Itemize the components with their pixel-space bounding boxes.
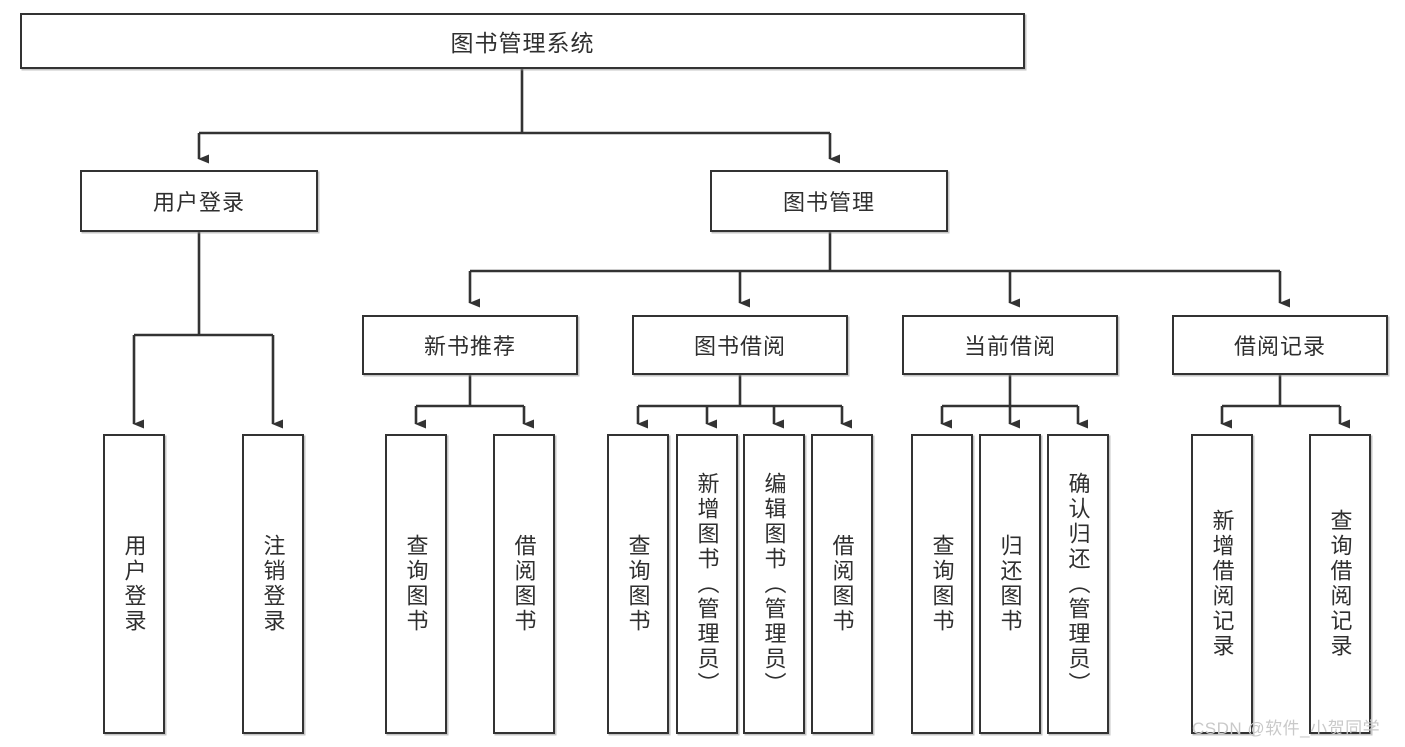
node-leaf-user-login[interactable]: 用户登录 [103,434,165,734]
node-leaf-edit-book[interactable]: 编辑图书（管理员） [743,434,805,734]
node-leaf-add-record[interactable]: 新增借阅记录 [1191,434,1253,734]
node-leaf-query-book-2[interactable]: 查询图书 [607,434,669,734]
node-leaf-confirm-return-label: 确认归还（管理员） [1065,471,1091,697]
node-new-book-recommend[interactable]: 新书推荐 [362,315,578,375]
node-leaf-user-logout[interactable]: 注销登录 [242,434,304,734]
node-leaf-add-book[interactable]: 新增图书（管理员） [676,434,738,734]
node-leaf-query-book-2-label: 查询图书 [625,534,651,634]
node-book-borrow[interactable]: 图书借阅 [632,315,848,375]
node-root[interactable]: 图书管理系统 [20,13,1025,69]
node-leaf-borrow-book-1-label: 借阅图书 [511,534,537,634]
node-leaf-add-book-label: 新增图书（管理员） [694,471,720,697]
node-root-label: 图书管理系统 [450,30,595,56]
node-leaf-borrow-book-2[interactable]: 借阅图书 [811,434,873,734]
node-leaf-edit-book-label: 编辑图书（管理员） [761,471,787,697]
node-book-manage[interactable]: 图书管理 [710,170,948,232]
node-leaf-query-record-label: 查询借阅记录 [1327,509,1353,659]
node-leaf-confirm-return[interactable]: 确认归还（管理员） [1047,434,1109,734]
node-leaf-add-record-label: 新增借阅记录 [1209,509,1235,659]
node-leaf-query-book-3[interactable]: 查询图书 [911,434,973,734]
node-new-book-recommend-label: 新书推荐 [423,334,516,359]
node-leaf-user-logout-label: 注销登录 [260,534,286,634]
node-leaf-user-login-label: 用户登录 [121,534,147,634]
node-user-login[interactable]: 用户登录 [80,170,318,232]
node-book-manage-label: 图书管理 [782,190,875,215]
node-leaf-query-book-1[interactable]: 查询图书 [385,434,447,734]
node-leaf-borrow-book-1[interactable]: 借阅图书 [493,434,555,734]
node-leaf-return-book[interactable]: 归还图书 [979,434,1041,734]
node-current-borrow-label: 当前借阅 [963,334,1056,359]
node-book-borrow-label: 图书借阅 [693,334,786,359]
node-leaf-query-book-1-label: 查询图书 [403,534,429,634]
node-leaf-query-book-3-label: 查询图书 [929,534,955,634]
node-leaf-query-record[interactable]: 查询借阅记录 [1309,434,1371,734]
node-borrow-record[interactable]: 借阅记录 [1172,315,1388,375]
node-leaf-borrow-book-2-label: 借阅图书 [829,534,855,634]
node-borrow-record-label: 借阅记录 [1233,334,1326,359]
node-leaf-return-book-label: 归还图书 [997,534,1023,634]
node-user-login-label: 用户登录 [152,190,245,215]
node-current-borrow[interactable]: 当前借阅 [902,315,1118,375]
